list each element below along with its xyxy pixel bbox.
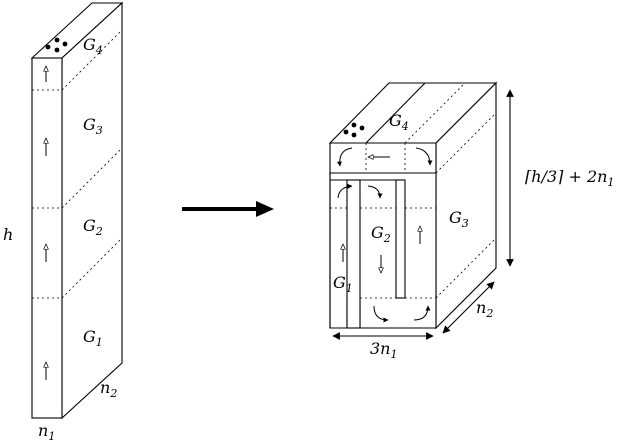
right-g3-label: G3 bbox=[449, 208, 469, 230]
right-top-dots bbox=[343, 122, 365, 138]
right-width-label: 3n1 bbox=[370, 339, 397, 361]
right-curve-bottom-right bbox=[413, 305, 431, 321]
left-side-face bbox=[61, 1, 123, 420]
right-inner-wall-mid bbox=[395, 179, 406, 299]
right-block: G4 G3 G2 G1 ⌈h/3⌉ + 2n1 3n1 n2 bbox=[328, 81, 614, 361]
right-height-label: ⌈h/3⌉ + 2n1 bbox=[525, 167, 614, 189]
transform-arrow-head bbox=[256, 201, 274, 217]
right-inner-wall-left bbox=[346, 179, 361, 329]
right-curve-inner-right bbox=[367, 185, 383, 199]
left-top-dots bbox=[45, 37, 68, 53]
right-g4-label: G4 bbox=[389, 111, 409, 133]
left-g2-label: G2 bbox=[83, 216, 103, 238]
left-depth-label: n2 bbox=[100, 378, 117, 400]
right-curve-inner-left bbox=[337, 183, 353, 199]
right-depth-label: n2 bbox=[476, 298, 493, 320]
right-g2-label: G2 bbox=[371, 223, 391, 245]
right-curve-top-left bbox=[336, 147, 353, 167]
right-depth-dimension bbox=[442, 281, 495, 334]
left-g4-label: G4 bbox=[83, 35, 103, 57]
left-height-label: h bbox=[3, 225, 13, 244]
right-curve-bottom-left bbox=[373, 305, 389, 323]
left-g3-label: G3 bbox=[83, 115, 103, 137]
right-g1-label: G1 bbox=[333, 273, 353, 295]
left-front-face bbox=[31, 57, 63, 419]
left-g1-label: G1 bbox=[83, 327, 103, 349]
left-block: G4 G3 G2 G1 h n1 n2 bbox=[3, 1, 124, 443]
right-curve-top-right bbox=[415, 147, 433, 166]
left-width-label: n1 bbox=[38, 421, 55, 443]
